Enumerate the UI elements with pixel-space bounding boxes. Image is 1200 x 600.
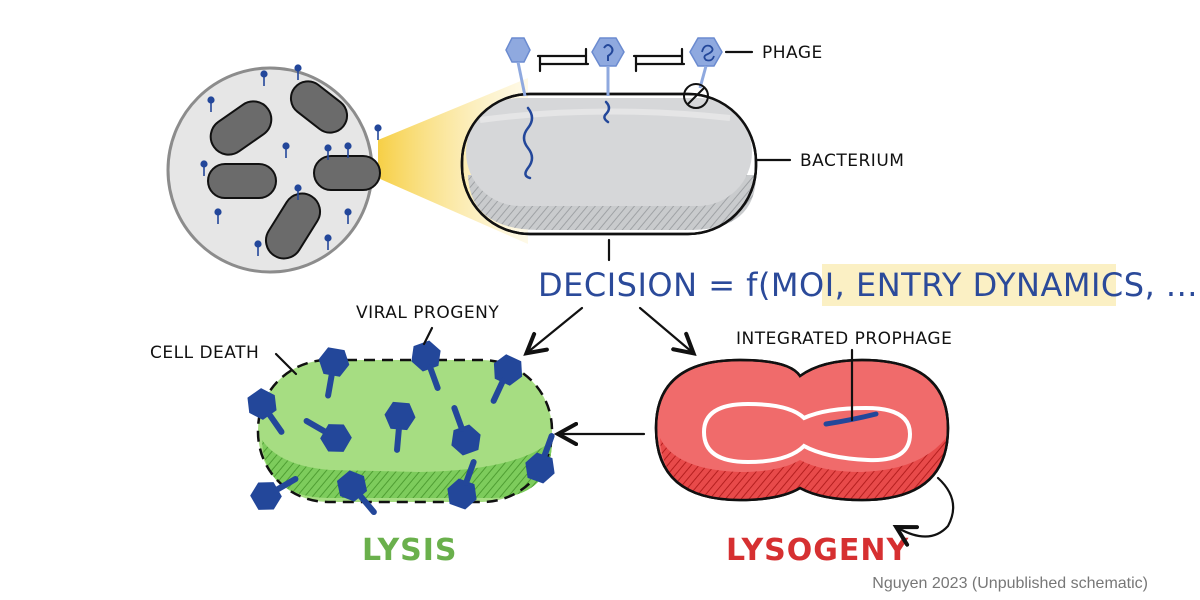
- decision-equation: DECISION = f(MOI, ENTRY DYNAMICS, ...): [538, 266, 1200, 304]
- phage-label: PHAGE: [762, 43, 823, 63]
- phage-injecting-middle: [591, 37, 625, 124]
- equation-highlight-text: ENTRY DYNAMICS, ...: [856, 266, 1198, 304]
- cell-death-leader: [274, 352, 298, 376]
- viral-progeny-phages: [247, 340, 555, 516]
- cell-death-label: CELL DEATH: [150, 343, 259, 363]
- lysogeny-label: LYSOGENY: [726, 533, 910, 568]
- arrow-to-lysis: [528, 306, 584, 352]
- viral-progeny-leader: [422, 326, 434, 346]
- equation-close: ): [1198, 266, 1200, 304]
- lysogeny-cell: [654, 358, 950, 502]
- phage-injecting-left: [505, 37, 534, 180]
- lysis-label: LYSIS: [362, 533, 458, 568]
- integrated-prophage-label: INTEGRATED PROPHAGE: [736, 329, 952, 349]
- bacteria-population-circle: [166, 63, 383, 274]
- phage-blocked-right: [683, 37, 723, 109]
- equation-highlight: [822, 264, 1116, 306]
- equation-lhs: DECISION = f(MOI,: [538, 266, 856, 304]
- bacterium-label: BACTERIUM: [800, 151, 904, 171]
- inhibition-marks: [536, 47, 686, 73]
- lysogeny-self-loop-arrow: [898, 476, 955, 537]
- lysis-cell: [256, 358, 554, 504]
- host-genome: [701, 401, 913, 465]
- bacterium-cell: [460, 92, 758, 236]
- arrow-to-lysogeny: [638, 306, 692, 352]
- viral-progeny-label: VIRAL PROGENY: [356, 303, 499, 323]
- caption: Nguyen 2023 (Unpublished schematic): [872, 575, 1148, 592]
